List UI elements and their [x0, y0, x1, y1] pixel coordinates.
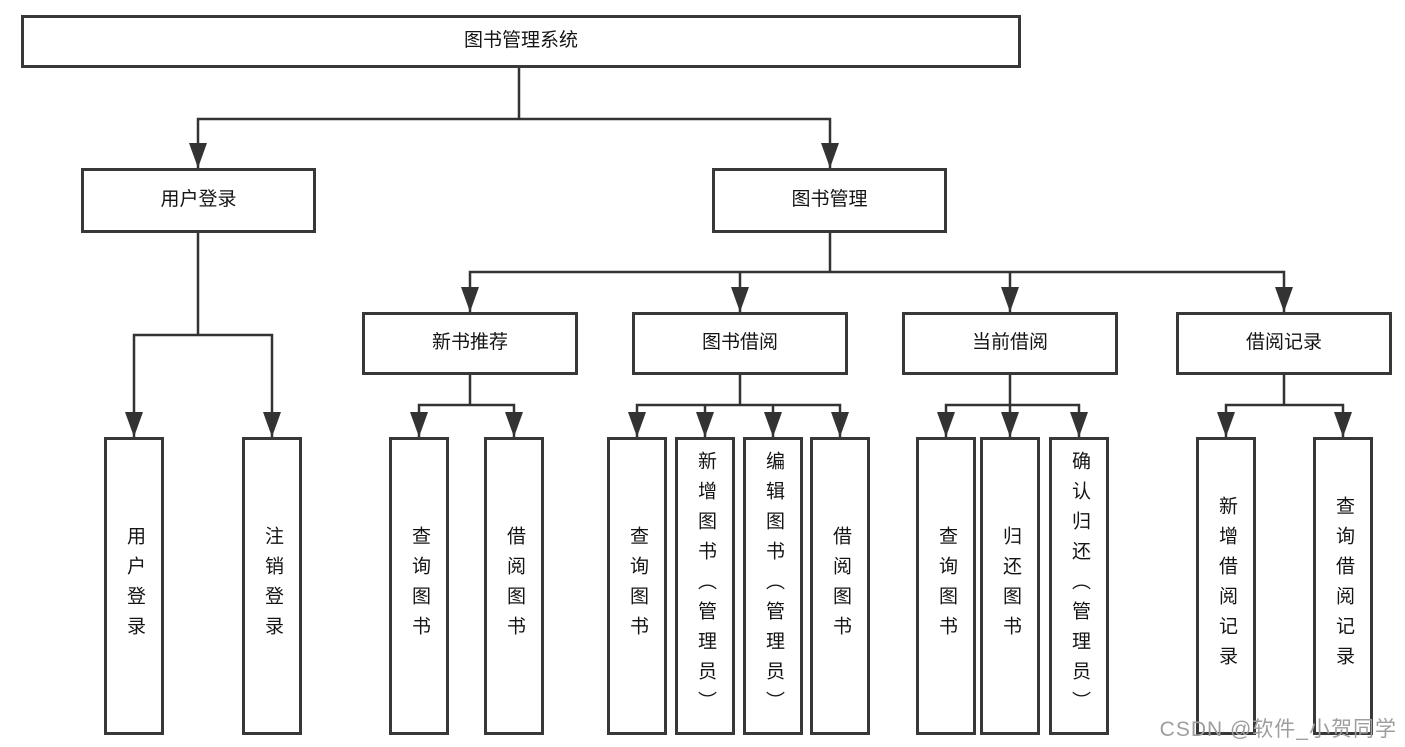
node-label: 图书借阅	[701, 332, 778, 354]
leaf-label: 借阅图书	[829, 526, 851, 646]
leaf-label: 编辑图书（管理员）	[762, 451, 784, 721]
node-new-book-recommend: 新书推荐	[362, 312, 578, 375]
leaf-user-login: 用户登录	[104, 437, 164, 735]
node-label: 图书管理系统	[463, 30, 578, 52]
arrowhead	[1070, 412, 1088, 437]
arrowhead	[1001, 287, 1019, 312]
node-current-borrow: 当前借阅	[902, 312, 1118, 375]
node-library-management-system: 图书管理系统	[21, 15, 1021, 68]
leaf-borrow-books: 借阅图书	[810, 437, 870, 735]
arrowhead	[1334, 412, 1352, 437]
node-label: 用户登录	[160, 189, 237, 211]
arrowhead	[628, 412, 646, 437]
arrowhead	[696, 412, 714, 437]
leaf-query-books-borrow: 查询图书	[607, 437, 667, 735]
node-label: 新书推荐	[431, 332, 508, 354]
arrowhead	[831, 412, 849, 437]
leaf-return-books: 归还图书	[980, 437, 1040, 735]
leaf-label: 查询借阅记录	[1332, 496, 1354, 676]
leaf-add-borrow-record: 新增借阅记录	[1196, 437, 1256, 735]
leaf-label: 查询图书	[935, 526, 957, 646]
arrowhead	[1217, 412, 1235, 437]
node-book-borrow: 图书借阅	[632, 312, 848, 375]
leaf-label: 归还图书	[999, 526, 1021, 646]
leaf-query-borrow-record: 查询借阅记录	[1313, 437, 1373, 735]
leaf-label: 查询图书	[626, 526, 648, 646]
leaf-label: 查询图书	[408, 526, 430, 646]
leaf-query-books-recommend: 查询图书	[389, 437, 449, 735]
arrowhead	[461, 287, 479, 312]
arrowhead	[731, 287, 749, 312]
leaf-label: 新增图书（管理员）	[694, 451, 716, 721]
node-label: 图书管理	[791, 189, 868, 211]
arrowhead	[125, 412, 143, 437]
arrowhead	[410, 412, 428, 437]
leaf-add-books-admin: 新增图书（管理员）	[675, 437, 735, 735]
leaf-label: 用户登录	[123, 526, 145, 646]
arrowhead	[764, 412, 782, 437]
node-label: 当前借阅	[971, 332, 1048, 354]
leaf-edit-books-admin: 编辑图书（管理员）	[743, 437, 803, 735]
arrowhead	[1001, 412, 1019, 437]
arrowhead	[937, 412, 955, 437]
leaf-confirm-return-admin: 确认归还（管理员）	[1049, 437, 1109, 735]
node-label: 借阅记录	[1245, 332, 1322, 354]
node-user-login: 用户登录	[81, 168, 316, 233]
leaf-query-books-current: 查询图书	[916, 437, 976, 735]
node-book-management: 图书管理	[712, 168, 947, 233]
node-borrow-records: 借阅记录	[1176, 312, 1392, 375]
arrowhead	[505, 412, 523, 437]
leaf-label: 借阅图书	[503, 526, 525, 646]
arrowhead	[263, 412, 281, 437]
arrowhead	[821, 143, 839, 168]
leaf-borrow-books-recommend: 借阅图书	[484, 437, 544, 735]
leaf-logout: 注销登录	[242, 437, 302, 735]
arrowhead	[1275, 287, 1293, 312]
arrowhead	[189, 143, 207, 168]
leaf-label: 注销登录	[261, 526, 283, 646]
leaf-label: 新增借阅记录	[1215, 496, 1237, 676]
leaf-label: 确认归还（管理员）	[1068, 451, 1090, 721]
